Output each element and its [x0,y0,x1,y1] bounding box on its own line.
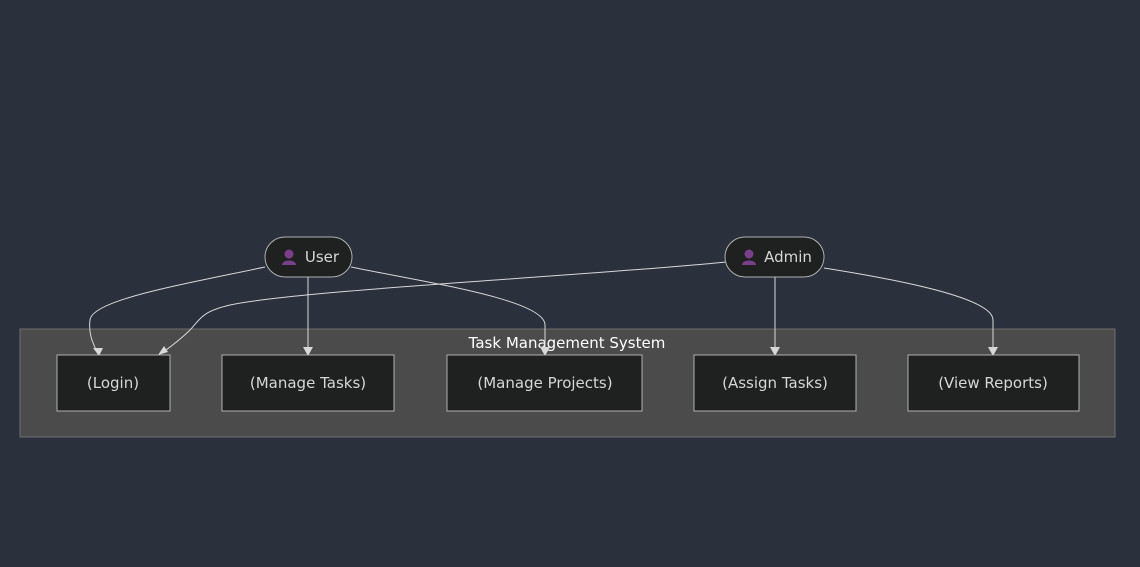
edges [89,261,998,356]
use-case-assign-tasks-box[interactable] [693,354,857,412]
use-case-manage-projects-label: (Manage Projects) [477,374,612,392]
use-case-login-box[interactable] [56,354,171,412]
edge-admin-login [161,261,727,354]
use-case-manage-projects[interactable]: (Manage Projects) [446,354,643,412]
arrowhead-user-manage-projects [540,347,550,356]
arrowhead-admin-assign-tasks [770,347,780,356]
use-case-manage-tasks-label: (Manage Tasks) [250,374,366,392]
edge-user-login [89,266,266,355]
use-case-login[interactable]: (Login) [56,354,171,412]
use-case-assign-tasks[interactable]: (Assign Tasks) [693,354,857,412]
actor-admin[interactable]: Admin [724,236,825,278]
edge-user-manage-projects [350,266,546,354]
use-case-login-label: (Login) [87,374,139,392]
use-case-manage-tasks-box[interactable] [221,354,395,412]
actor-user-label: User [305,248,340,266]
arrowhead-admin-login [158,346,168,355]
actor-admin-box[interactable] [724,236,825,278]
use-case-view-reports-box[interactable] [907,354,1080,412]
actor-user-box[interactable] [264,236,353,278]
arrowhead-user-login [93,348,103,356]
use-case-manage-tasks[interactable]: (Manage Tasks) [221,354,395,412]
arrowhead-user-manage-tasks [303,347,313,356]
use-case-view-reports[interactable]: (View Reports) [907,354,1080,412]
edge-admin-view-reports [823,267,994,354]
subgraph-title: Task Management System [468,334,666,352]
user-icon [282,249,296,265]
arrowhead-admin-view-reports [988,347,998,356]
actor-user[interactable]: User [264,236,353,278]
use-case-view-reports-label: (View Reports) [938,374,1048,392]
use-case-assign-tasks-label: (Assign Tasks) [722,374,828,392]
user-icon [742,249,756,265]
use-case-manage-projects-box[interactable] [446,354,643,412]
actor-admin-label: Admin [764,248,812,266]
